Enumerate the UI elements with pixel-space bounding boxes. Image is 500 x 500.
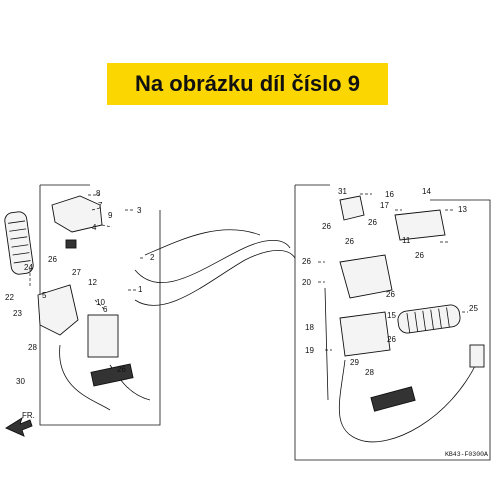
part-label-26-a: 26 <box>48 255 57 264</box>
part-label-18: 18 <box>305 323 314 332</box>
part-label-14: 14 <box>422 187 431 196</box>
right-grip <box>397 304 461 334</box>
cable-19 <box>324 287 329 401</box>
title-banner: Na obrázku díl číslo 9 <box>107 63 388 105</box>
part-label-1: 1 <box>138 285 143 294</box>
part-label-28-a: 28 <box>28 343 37 352</box>
part-label-16: 16 <box>385 190 394 199</box>
part-label-4: 4 <box>92 223 97 232</box>
right-connector <box>370 386 416 412</box>
direction-label: FR. <box>22 411 35 420</box>
part-label-11: 11 <box>402 236 411 245</box>
left-grip <box>4 211 34 275</box>
part-label-10: 10 <box>96 298 105 307</box>
part-label-26-g: 26 <box>415 251 424 260</box>
part-label-30: 30 <box>16 377 25 386</box>
throttle-cable-3 <box>144 229 261 256</box>
leader-lines <box>29 193 468 351</box>
part-label-17: 17 <box>380 201 389 210</box>
part-label-25: 25 <box>469 304 478 313</box>
part-label-26-h: 26 <box>386 290 395 299</box>
switch-unit <box>87 314 119 358</box>
part-label-26-e: 26 <box>302 257 311 266</box>
small-clip <box>65 239 77 249</box>
front-direction-arrow: FR. <box>5 411 35 437</box>
throttle-cover <box>394 209 446 241</box>
right-switch-lower <box>339 311 391 357</box>
part-label-20: 20 <box>302 278 311 287</box>
part-label-3: 3 <box>137 206 142 215</box>
part-label-29: 29 <box>350 358 359 367</box>
end-connector <box>469 344 485 368</box>
right-wiring <box>338 359 479 443</box>
part-label-26-c: 26 <box>322 222 331 231</box>
throttle-pulley <box>339 195 365 221</box>
part-label-8: 8 <box>96 189 101 198</box>
diagram-code: KB43-F0300A <box>445 451 488 458</box>
part-label-22: 22 <box>5 293 14 302</box>
lower-switch-housing <box>37 284 79 336</box>
part-label-23: 23 <box>13 309 22 318</box>
part-label-26-f: 26 <box>345 237 354 246</box>
right-switch-upper <box>339 254 393 299</box>
part-label-6: 6 <box>103 305 108 314</box>
part-label-28-b: 28 <box>365 368 374 377</box>
part-label-24: 24 <box>24 263 33 272</box>
part-label-26-b: 26 <box>117 365 126 374</box>
right-assembly-frame <box>294 184 491 461</box>
part-label-19: 19 <box>305 346 314 355</box>
part-label-27: 27 <box>72 268 81 277</box>
throttle-cable-2 <box>134 249 296 306</box>
part-label-7: 7 <box>98 201 103 210</box>
throttle-cable-1 <box>134 239 291 283</box>
part-label-9: 9 <box>108 211 113 220</box>
part-label-5: 5 <box>42 291 47 300</box>
banner-text: Na obrázku díl číslo 9 <box>135 71 360 96</box>
part-label-12: 12 <box>88 278 97 287</box>
part-label-13: 13 <box>458 205 467 214</box>
part-label-31: 31 <box>338 187 347 196</box>
part-label-15: 15 <box>387 311 396 320</box>
part-label-2: 2 <box>150 253 155 262</box>
left-connector <box>90 363 134 387</box>
part-label-26-d: 26 <box>368 218 377 227</box>
part-label-26-i: 26 <box>387 335 396 344</box>
